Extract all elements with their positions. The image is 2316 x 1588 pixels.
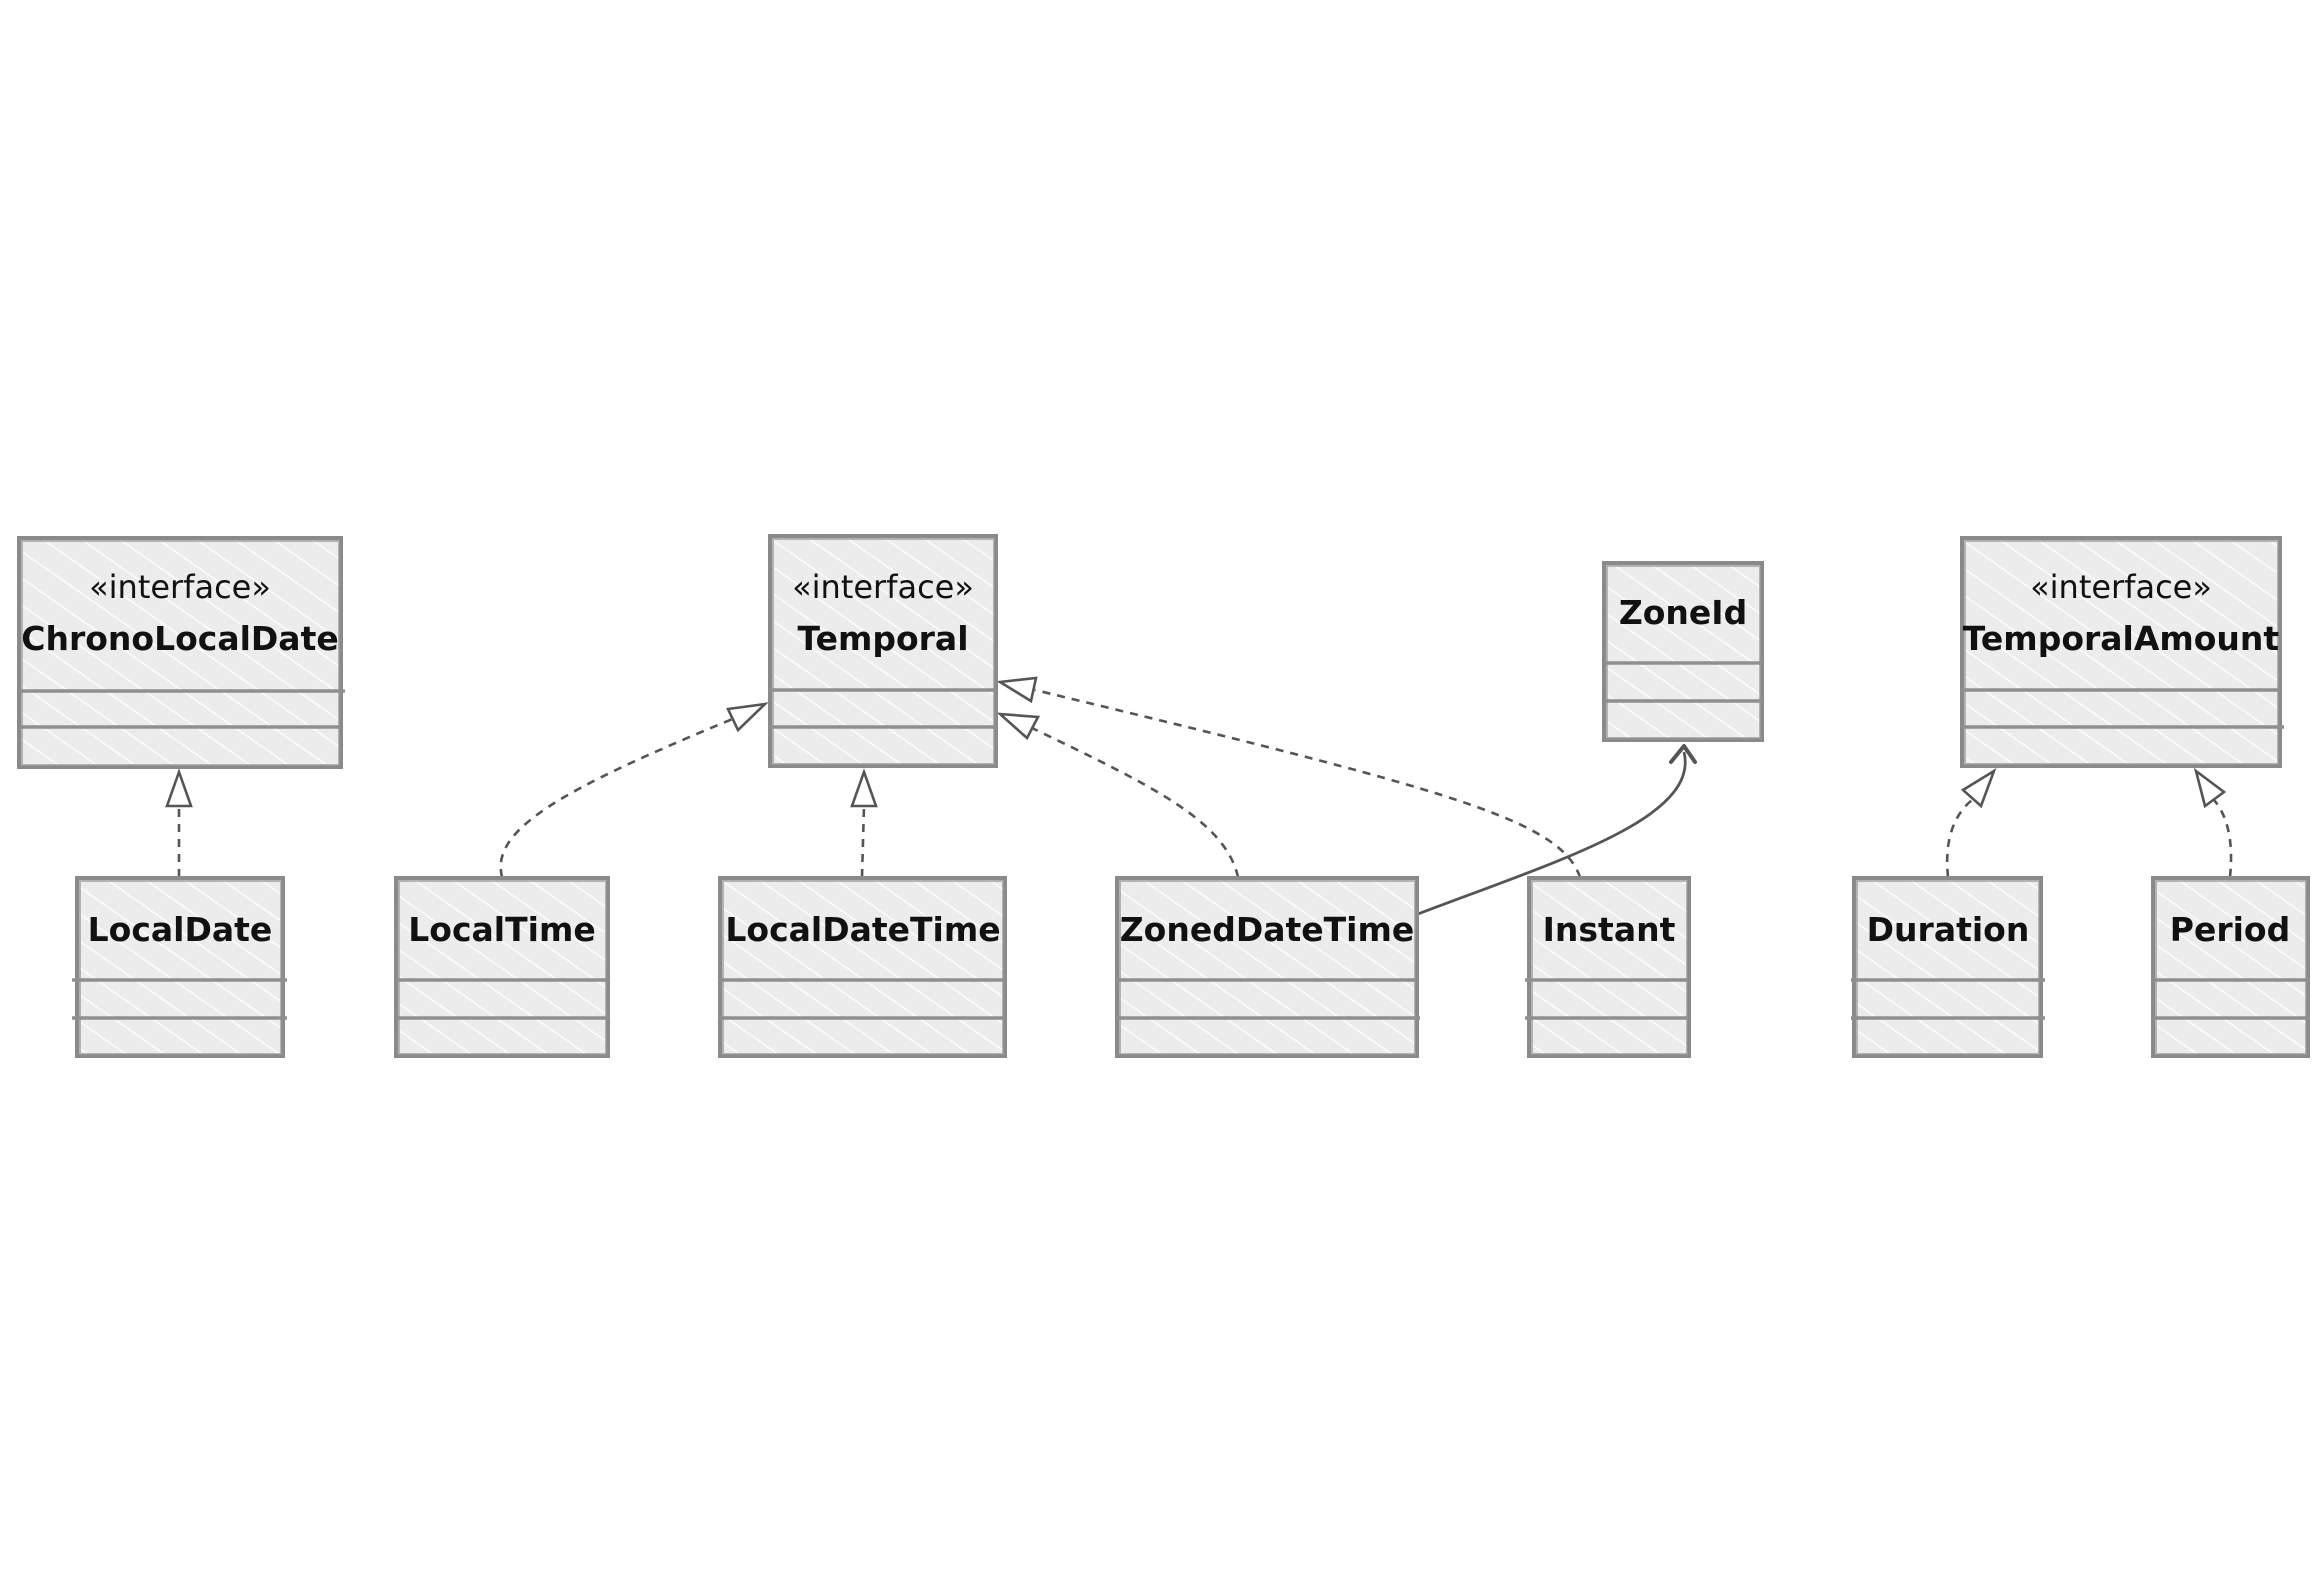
class-temporalamount[interactable]: «interface» TemporalAmount	[1960, 536, 2284, 768]
class-temporal[interactable]: «interface» Temporal	[768, 534, 998, 768]
association-arrowhead	[1669, 744, 1697, 764]
realization-localdate-chronolocaldate	[165, 768, 193, 877]
realization-arrowhead	[996, 712, 1041, 741]
realization-arrowhead	[726, 702, 769, 733]
realization-instant-temporal	[996, 676, 1582, 878]
class-stereotype: «interface»	[89, 568, 271, 606]
class-localdatetime[interactable]: LocalDateTime	[718, 876, 1007, 1058]
realization-period-temporalamount	[2193, 767, 2233, 878]
realization-arrowhead	[165, 768, 193, 808]
class-name: Duration	[1867, 910, 2030, 949]
class-localtime[interactable]: LocalTime	[394, 876, 610, 1058]
realization-zoneddatetime-temporal	[996, 712, 1240, 878]
realization-arrowhead	[996, 676, 1038, 704]
class-name: Instant	[1543, 910, 1676, 949]
realization-duration-temporalamount	[1945, 767, 1997, 878]
class-instant[interactable]: Instant	[1525, 876, 1691, 1058]
class-name: ZoneId	[1619, 593, 1747, 632]
realization-arrowhead	[850, 768, 878, 808]
class-name: Temporal	[797, 619, 968, 658]
class-name: ChronoLocalDate	[21, 619, 338, 658]
class-name: ZonedDateTime	[1120, 910, 1415, 949]
class-zoneid[interactable]: ZoneId	[1602, 561, 1764, 742]
class-name: LocalDate	[88, 910, 273, 949]
class-stereotype: «interface»	[2030, 568, 2212, 606]
class-localdate[interactable]: LocalDate	[72, 876, 287, 1058]
class-period[interactable]: Period	[2151, 876, 2310, 1058]
relations	[165, 676, 2233, 916]
realization-arrowhead	[1960, 767, 1997, 809]
class-name: LocalTime	[408, 910, 595, 949]
class-name: Period	[2170, 910, 2290, 949]
realization-localtime-temporal	[499, 702, 769, 878]
class-name: TemporalAmount	[1963, 619, 2280, 658]
class-zoneddatetime[interactable]: ZonedDateTime	[1115, 876, 1420, 1058]
association-zoneddatetime-zoneid	[1417, 744, 1697, 916]
class-stereotype: «interface»	[792, 568, 974, 606]
class-name: LocalDateTime	[725, 910, 1000, 949]
realization-localdatetime-temporal	[850, 768, 878, 878]
class-chronolocaldate[interactable]: «interface» ChronoLocalDate	[17, 536, 345, 769]
realization-arrowhead	[2193, 767, 2227, 809]
class-duration[interactable]: Duration	[1851, 876, 2045, 1058]
